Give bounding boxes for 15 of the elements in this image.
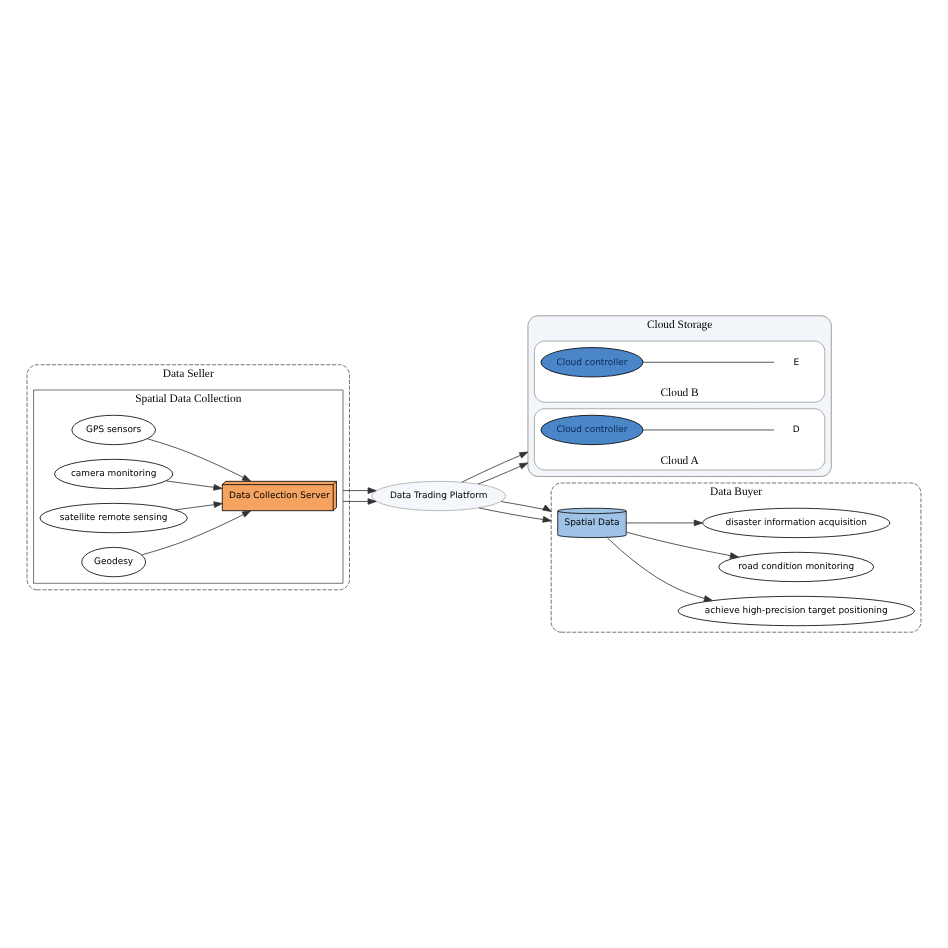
arrow: [147, 438, 252, 482]
connector: [642, 429, 775, 431]
arrow: [606, 537, 713, 602]
arrow: [625, 531, 739, 559]
arrow: [174, 501, 223, 511]
arrow: [342, 498, 377, 505]
arrow: [461, 451, 529, 483]
arrow: [477, 462, 529, 485]
arrow: [478, 507, 552, 523]
arrow: [625, 519, 703, 527]
arrow: [165, 480, 223, 491]
arrow: [342, 487, 377, 494]
arrow: [500, 501, 552, 512]
arrow: [141, 510, 252, 556]
connector: [642, 361, 775, 363]
